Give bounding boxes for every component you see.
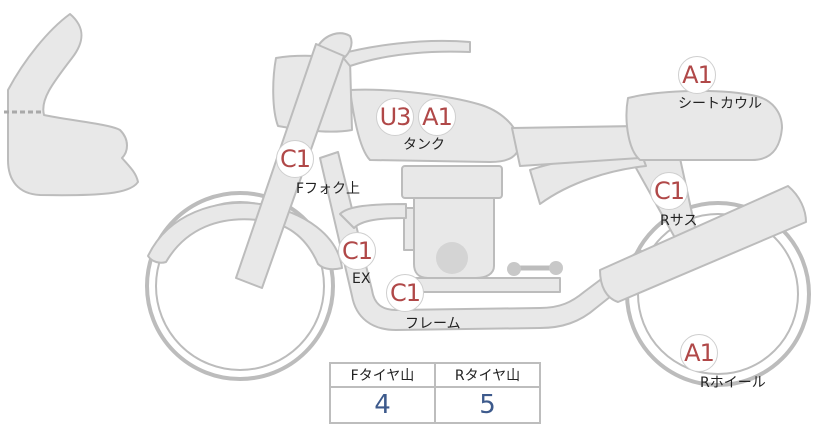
label-exhaust: EX [352, 271, 371, 287]
rear-tire-value: 5 [434, 386, 541, 424]
front-tire-header: Fタイヤ山 [329, 362, 436, 388]
badge-rwheel-a1[interactable]: A1 [680, 334, 718, 372]
badge-cowl-a1[interactable]: A1 [678, 56, 716, 94]
badge-tank-a1[interactable]: A1 [418, 98, 456, 136]
badge-rsus-c1[interactable]: C1 [650, 172, 688, 210]
badge-fork-c1[interactable]: C1 [276, 140, 314, 178]
front-tire-value: 4 [329, 386, 436, 424]
swingarm-part [599, 185, 807, 303]
label-seat-cowl: シートカウル [678, 96, 762, 112]
badge-tank-u3[interactable]: U3 [376, 98, 414, 136]
badge-frame-c1[interactable]: C1 [386, 274, 424, 312]
front-wheel [145, 191, 335, 381]
rear-tire-header: Rタイヤ山 [434, 362, 541, 388]
badge-ex-c1[interactable]: C1 [338, 232, 376, 270]
front-cowl-part [7, 13, 139, 197]
label-frame: フレーム [405, 316, 461, 332]
label-rear-wheel: Rホイール [700, 375, 766, 391]
tire-tread-table: Fタイヤ山 Rタイヤ山 4 5 [329, 362, 541, 424]
exhaust-part [339, 203, 407, 229]
front-fender [147, 201, 343, 271]
label-front-fork-upper: Fフォク上 [296, 181, 361, 197]
engine-part [401, 165, 503, 199]
label-tank: タンク [403, 137, 445, 153]
label-rear-suspension: Rサス [660, 213, 698, 229]
